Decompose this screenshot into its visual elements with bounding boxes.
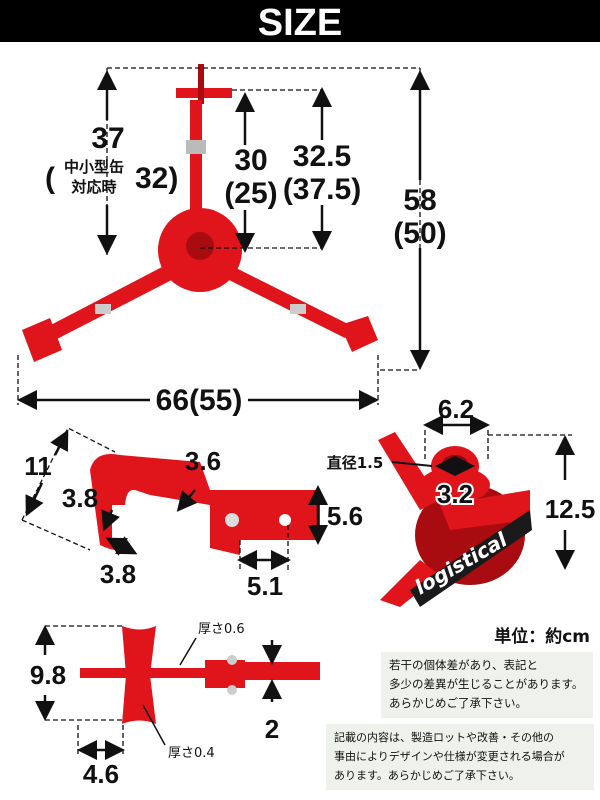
note-line: あらかじめご了承下さい。 [389,696,527,710]
header-title: SIZE [258,2,342,44]
dim-bracket-5-1: 5.1 [247,571,283,601]
note-individual-difference: 若干の個体差があり、表記と 多少の差異が生じることがあります。 あらかじめご了承… [381,652,593,718]
dim-thickness-0-6: 厚さ0.6 [198,622,245,637]
dim-ring-6-2: 6.2 [438,394,474,424]
small-can-note-2: 対応時 [70,178,116,196]
note-line: あります。あらかじめご了承下さい。 [334,769,520,782]
note-line: 多少の差異が生じることがあります。 [389,677,584,691]
dim-37-5: (37.5) [283,173,361,206]
dim-bar-2: 2 [265,714,279,744]
note-line: 若干の個体差があり、表記と [389,658,539,672]
small-can-note-1: 中小型缶 [64,158,124,176]
dim-thickness-0-4: 厚さ0.4 [168,746,215,761]
dim-diameter-1-5: 直径1.5 [327,454,384,472]
stand-top-view-image [22,64,378,362]
note-spec-change: 記載の内容は、製造ロットや改善・その他の 事由によりデザインや仕様が変更される場… [326,724,594,790]
dim-hook-3-6: 3.6 [185,446,221,476]
paren-open: ( [45,162,55,195]
dim-height-37: 37 [91,122,124,155]
dim-25: (25) [224,177,277,210]
dim-ring-3-2: 3.2 [437,479,473,509]
dim-plate-9-8: 9.8 [30,660,66,690]
note-line: 事由によりデザインや仕様が変更される場合が [334,750,565,763]
dim-hook-3-8-tip: 3.8 [100,559,136,589]
dim-hook-11: 11 [24,451,52,481]
dim-height-12-5: 12.5 [545,494,596,524]
dim-66-55: 66(55) [156,384,243,417]
dim-small-can-32: 32) [135,162,178,195]
plate-image [80,626,320,724]
dim-plate-4-6: 4.6 [83,759,119,789]
note-line: 記載の内容は、製造ロットや改善・その他の [334,731,554,744]
center-hub-image: logistical [376,432,600,607]
dim-58: 58 [403,184,436,217]
unit-label: 単位：約cm [494,626,590,647]
dim-50: (50) [393,217,446,250]
dim-30: 30 [234,144,267,177]
header-bar [0,0,600,42]
dim-32-5: 32.5 [293,140,351,173]
dim-bracket-5-6: 5.6 [327,501,363,531]
dim-hook-3-8-inner: 3.8 [62,483,98,513]
